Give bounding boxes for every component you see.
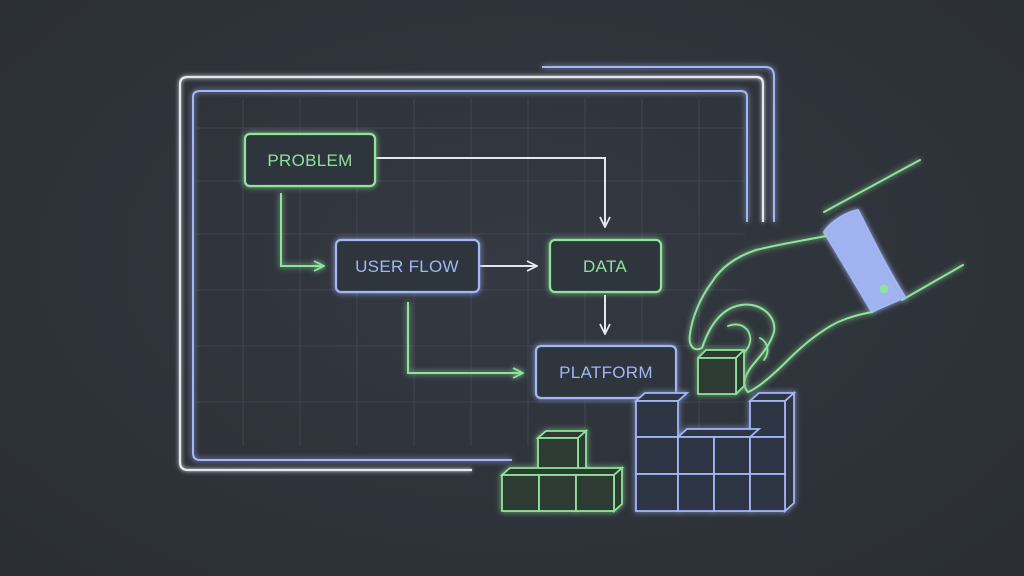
node-data: DATA <box>548 238 663 294</box>
node-problem-label: PROBLEM <box>267 151 352 170</box>
cuff-button <box>879 284 889 294</box>
connectors <box>280 157 605 373</box>
arrow-problem-to-data <box>376 157 605 227</box>
node-user-flow: USER FLOW <box>334 238 481 294</box>
node-data-label: DATA <box>583 257 627 276</box>
blue-block-stack <box>633 390 797 514</box>
shirt-cuff <box>823 209 906 313</box>
node-problem: PROBLEM <box>243 132 377 188</box>
arrow-user-flow-to-platform <box>407 302 523 373</box>
node-platform-label: PLATFORM <box>559 363 653 382</box>
green-block-stack <box>499 429 625 513</box>
hand-placing-block <box>688 159 964 395</box>
held-block <box>697 349 745 395</box>
node-platform: PLATFORM <box>534 344 678 400</box>
node-user-flow-label: USER FLOW <box>355 257 459 276</box>
board-frame <box>166 66 775 490</box>
arrow-problem-to-user-flow <box>280 193 324 266</box>
